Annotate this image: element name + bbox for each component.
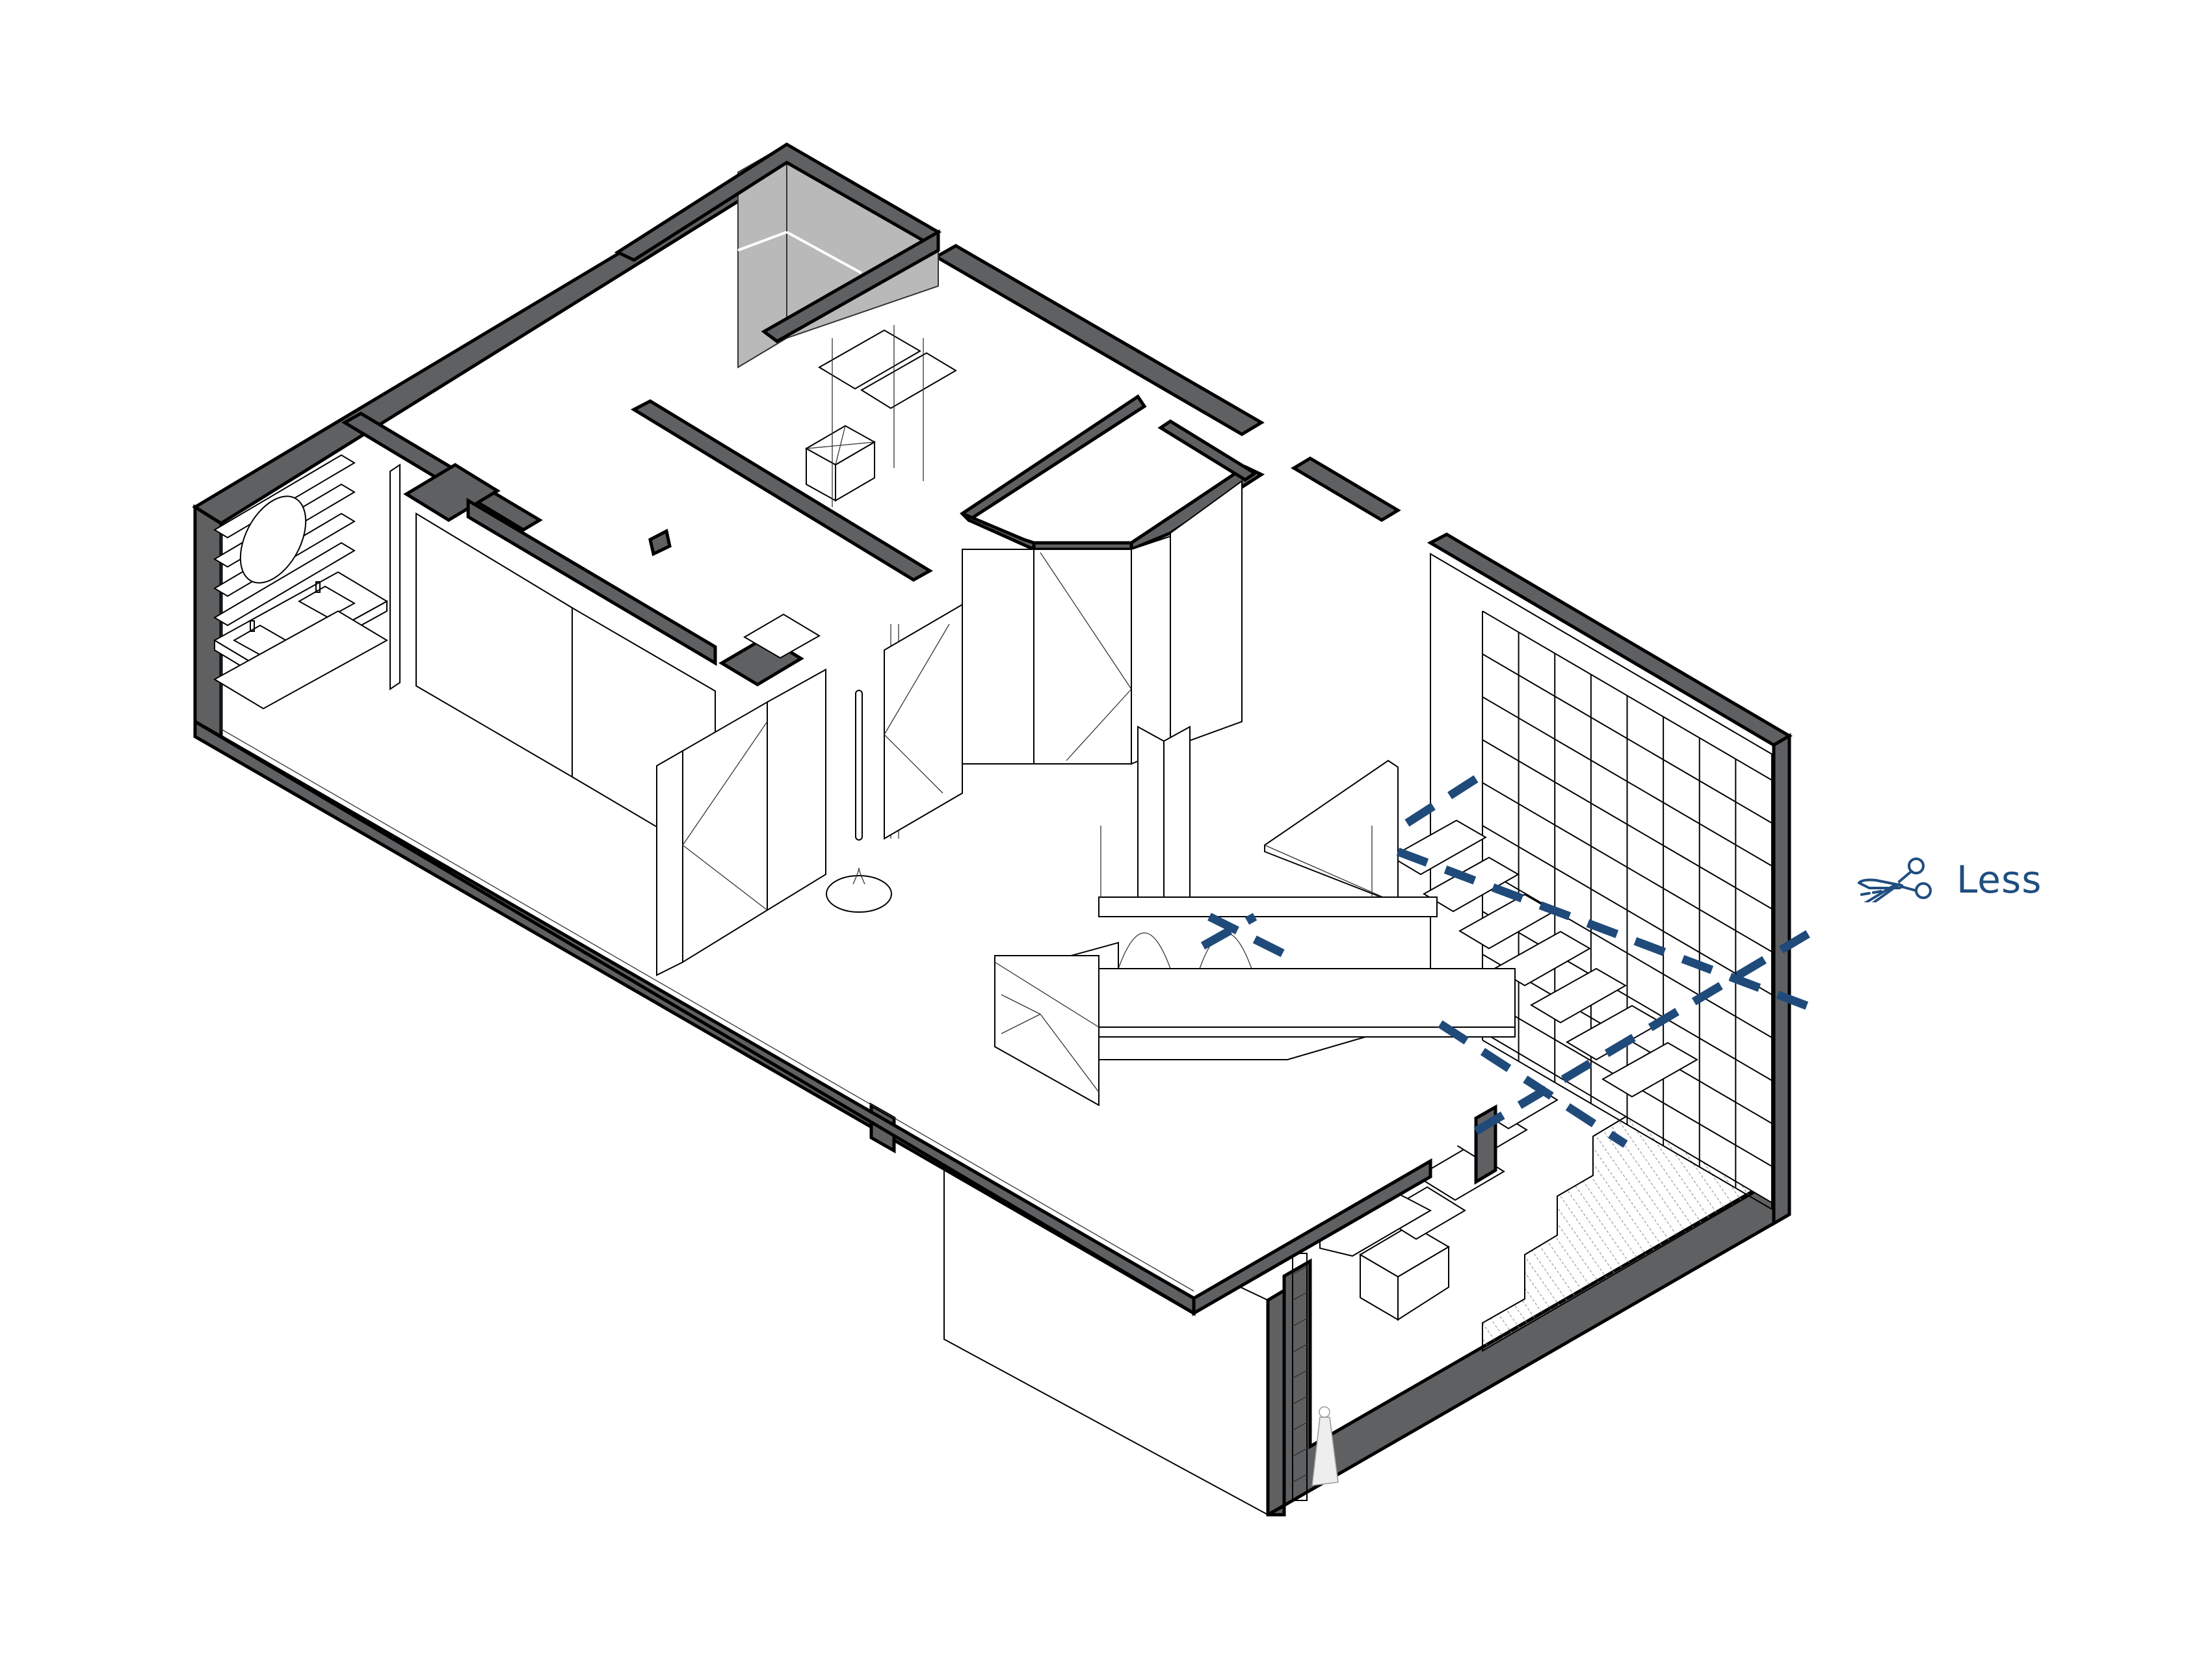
wall-pier-1: [403, 463, 501, 522]
cut-line-upper: [1396, 847, 1823, 1015]
island-end-panel: [994, 955, 1099, 1106]
cut-lines: [1200, 775, 1823, 1148]
floating-stairs: [1390, 819, 1699, 1098]
island-lamp-bar: [1098, 896, 1438, 917]
cut-line-lower-diag: [1438, 1020, 1628, 1148]
wall-left-outer: [193, 504, 223, 740]
lower-wall-left-cut: [1266, 1287, 1286, 1517]
stair-enclosure: [1264, 759, 1399, 905]
wall-bedroom-divider: [466, 497, 717, 666]
round-mirror: [239, 495, 307, 584]
wall-bedroom-top: [630, 399, 933, 582]
bath-door: [389, 464, 401, 690]
floor-lamp: [826, 690, 892, 913]
cut-line-island: [1207, 913, 1289, 960]
lower-floor-lamp: [1311, 1417, 1339, 1486]
walk-in-closet: [804, 325, 957, 507]
legend: Less: [1856, 857, 2042, 902]
wall-faces: [415, 480, 1243, 976]
wall-top-right: [932, 244, 1265, 436]
scissors-icon: [1858, 857, 1932, 902]
wall-right-vertical: [1772, 733, 1791, 1227]
wall-stair-top: [1291, 456, 1401, 522]
kitchen-island: [994, 826, 1516, 1106]
island-counter: [1098, 968, 1516, 1028]
bathroom: [213, 454, 401, 731]
light-well: [614, 142, 942, 369]
interior-walls: [341, 394, 1401, 768]
legend-label: Less: [1956, 857, 2042, 902]
cut-line-rising: [1473, 922, 1823, 1135]
wall-closet-side: [1157, 419, 1258, 482]
